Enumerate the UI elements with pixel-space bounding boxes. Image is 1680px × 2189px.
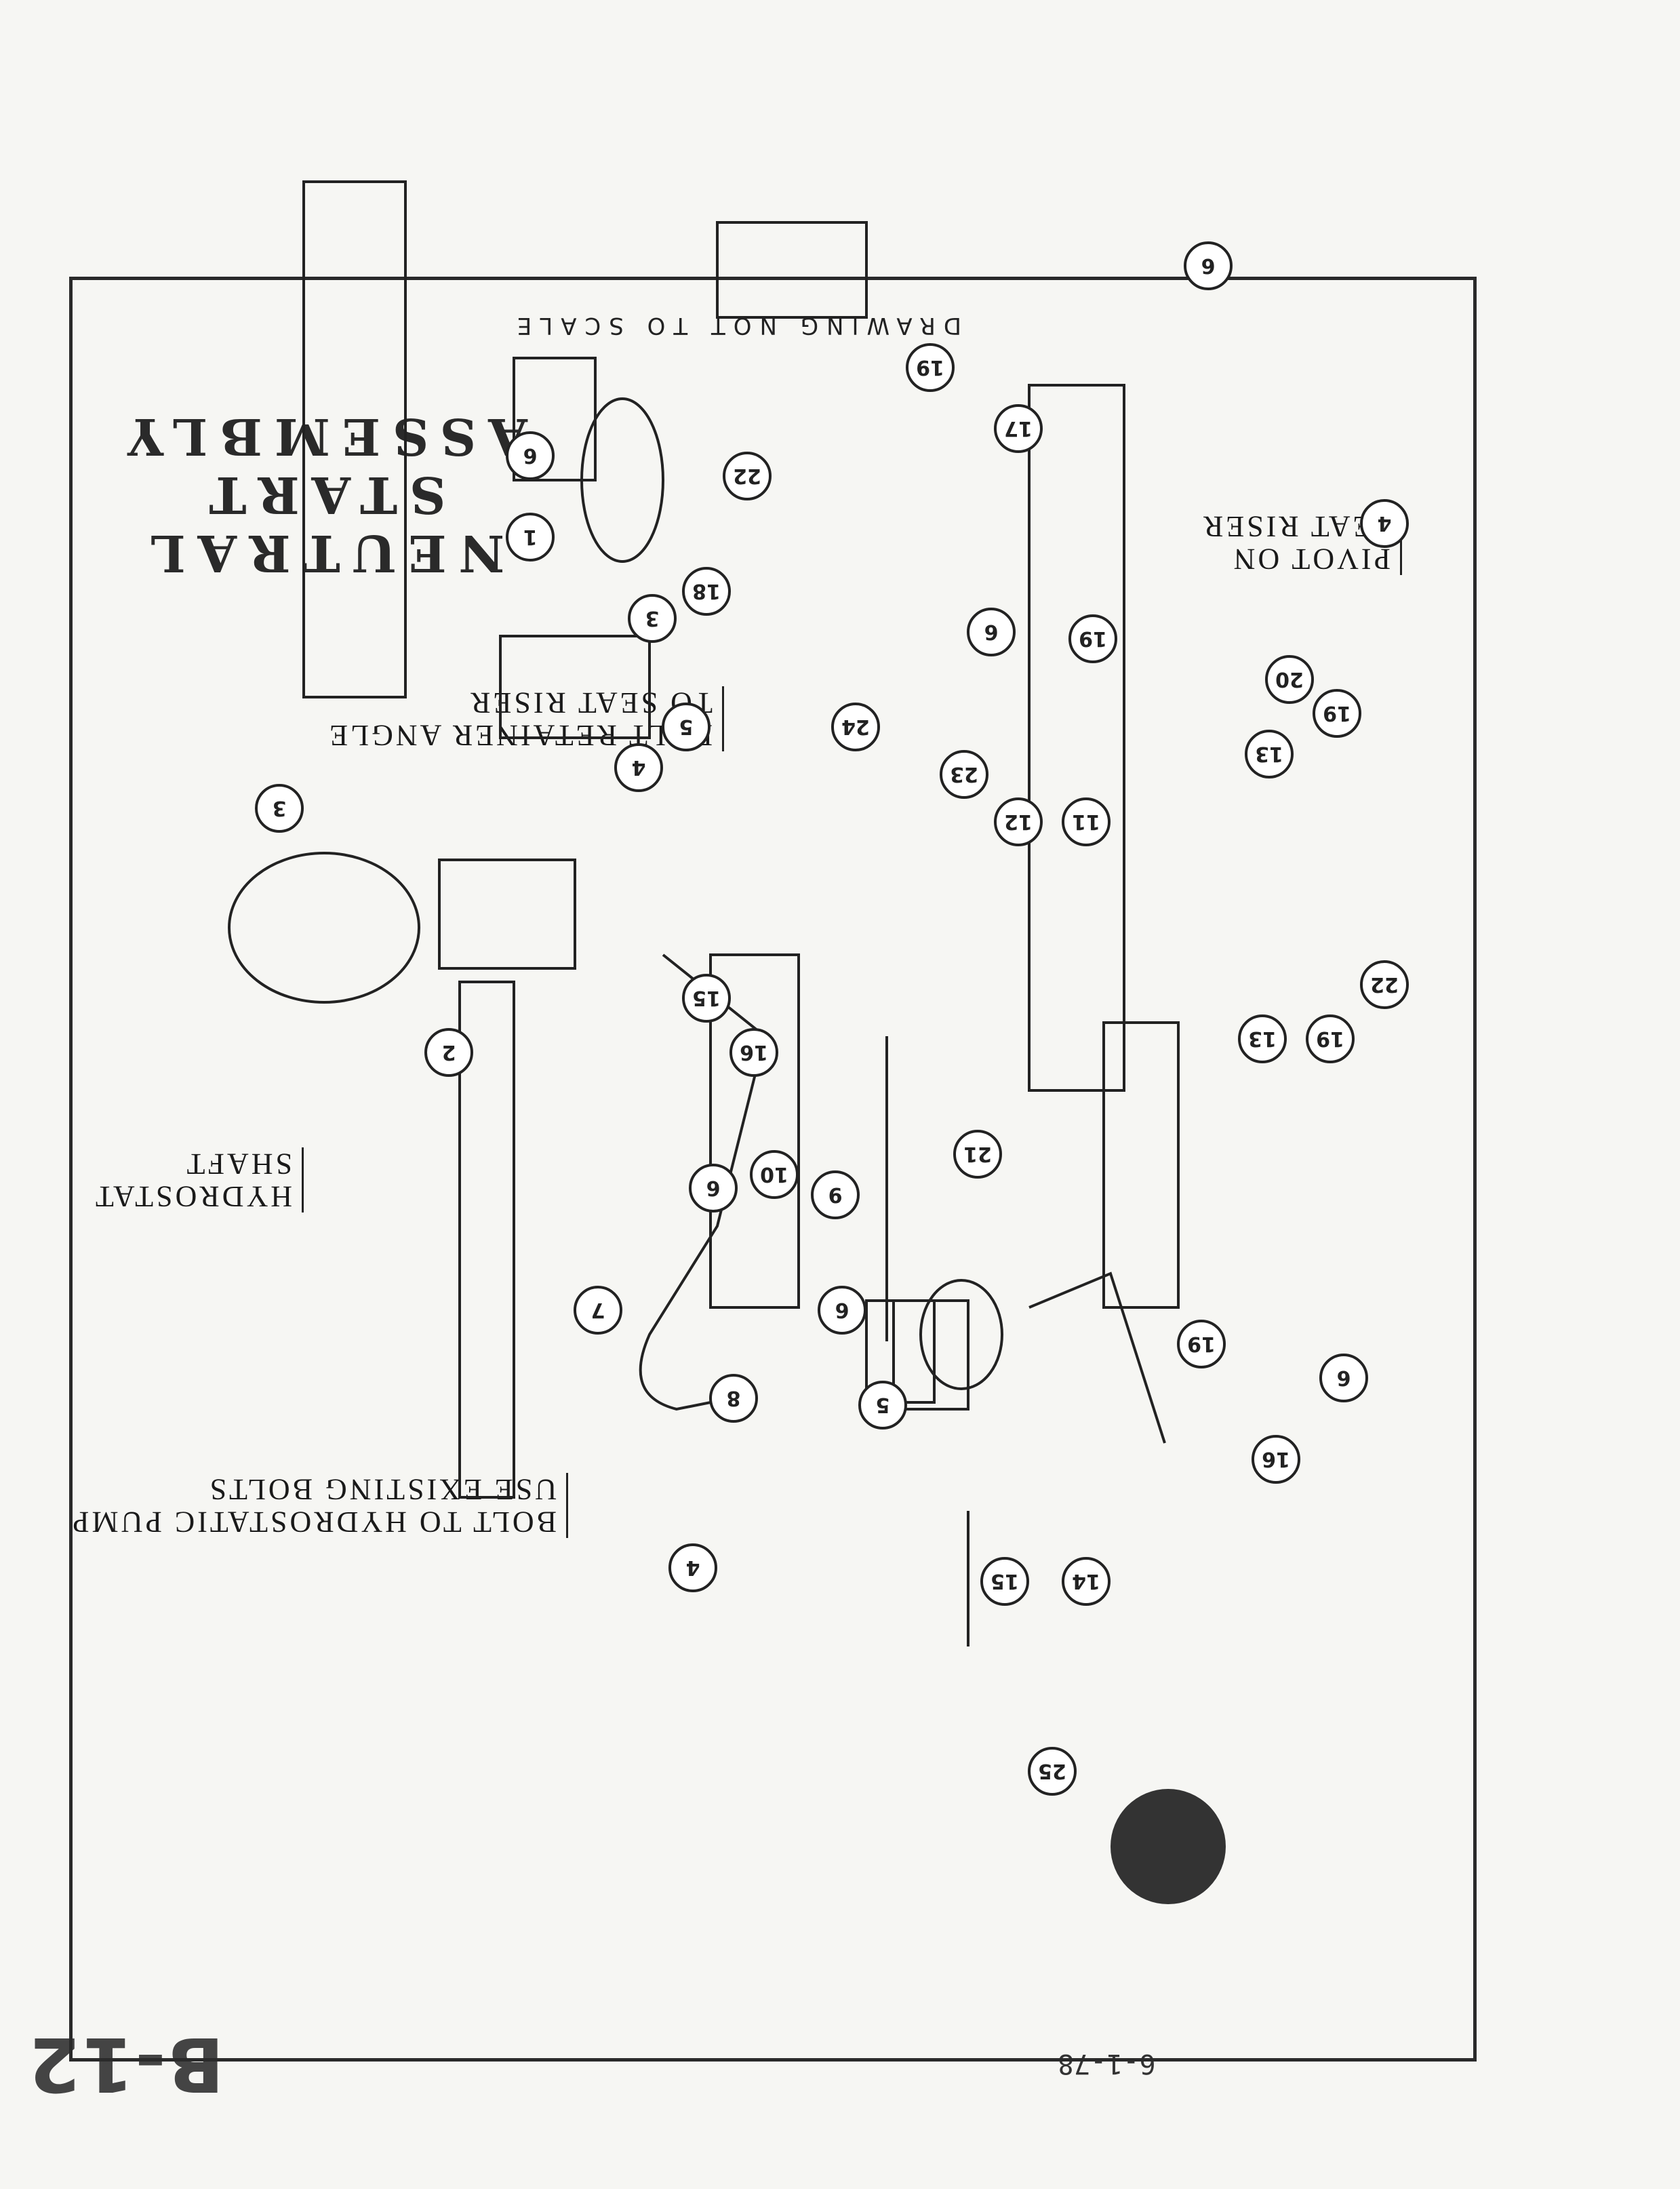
callout-13b: 13 — [1238, 1014, 1287, 1063]
callout-19e: 19 — [1177, 1320, 1226, 1368]
callout-8: 8 — [709, 1374, 758, 1423]
callout-19b: 19 — [1068, 614, 1117, 663]
callout-2: 2 — [424, 1028, 473, 1077]
lever-arm — [1028, 1271, 1166, 1444]
callout-3a: 3 — [255, 784, 304, 833]
callout-4a: 4 — [614, 743, 663, 792]
callout-14: 14 — [1062, 1557, 1111, 1606]
callout-3b: 3 — [628, 594, 677, 643]
control-knob — [1111, 1789, 1226, 1904]
callout-23: 23 — [940, 750, 988, 799]
callout-16b: 16 — [1252, 1435, 1300, 1484]
hub-collar — [228, 852, 420, 1004]
callout-22b: 22 — [1360, 960, 1409, 1009]
callout-6a: 6 — [506, 431, 555, 480]
hub-arm — [438, 859, 576, 970]
callout-21: 21 — [953, 1130, 1002, 1179]
slotted-plate — [1102, 1021, 1180, 1309]
callout-20: 20 — [1265, 655, 1314, 704]
pivot-bushing — [580, 397, 664, 563]
callout-4c: 4 — [1360, 499, 1409, 548]
callout-17: 17 — [994, 404, 1043, 453]
callout-6c: 6 — [967, 608, 1016, 656]
callout-12: 12 — [994, 797, 1043, 846]
callout-6e: 6 — [689, 1164, 738, 1212]
retainer-angle — [499, 635, 651, 739]
callout-15a: 15 — [682, 974, 731, 1023]
callout-25: 25 — [1028, 1747, 1077, 1796]
long-bar — [1028, 384, 1125, 1092]
callout-6b: 6 — [1184, 241, 1233, 290]
pump-bracket — [639, 953, 767, 1411]
callout-10: 10 — [750, 1150, 799, 1199]
callout-11: 11 — [1062, 797, 1111, 846]
callout-6d: 6 — [818, 1286, 866, 1335]
pivot-bracket — [716, 221, 868, 319]
callout-19d: 19 — [1306, 1014, 1355, 1063]
callout-19a: 19 — [906, 343, 955, 392]
callout-9: 9 — [811, 1170, 860, 1219]
callout-4b: 4 — [668, 1543, 717, 1592]
slotted-bar — [709, 953, 800, 1309]
callout-24: 24 — [831, 703, 880, 751]
lever-hub — [919, 1279, 1003, 1390]
callout-13a: 13 — [1245, 730, 1294, 778]
seat-riser-bar — [302, 180, 407, 698]
callout-16a: 16 — [729, 1028, 778, 1077]
callout-7: 7 — [574, 1286, 622, 1335]
callout-1: 1 — [506, 513, 555, 561]
callout-5a: 5 — [662, 703, 711, 751]
callout-6f: 6 — [1319, 1354, 1368, 1402]
callout-18: 18 — [682, 567, 731, 616]
callout-5b: 5 — [858, 1381, 907, 1429]
callout-22a: 22 — [723, 452, 772, 500]
lever-collar — [865, 1299, 969, 1411]
callout-19c: 19 — [1313, 689, 1361, 738]
callout-15b: 15 — [980, 1557, 1029, 1606]
vertical-bar — [458, 981, 515, 1499]
